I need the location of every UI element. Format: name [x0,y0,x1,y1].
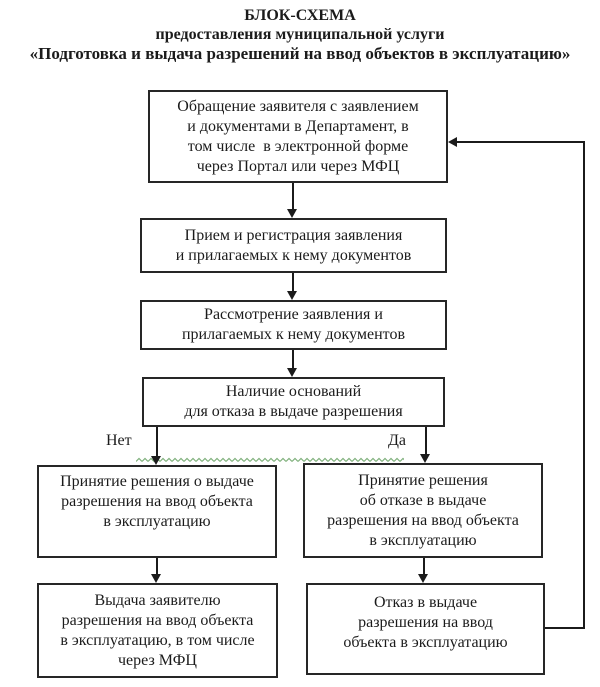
arrowhead-down-icon [287,368,297,377]
box-text-line: через Портал или через МФЦ [196,157,400,175]
box-text-line: разрешения на ввод объекта [327,511,519,529]
title-line-1: БЛОК-СХЕМА [244,7,356,24]
box-text-line: Прием и регистрация заявления [184,226,403,244]
connector-issue-decision-to-issue [156,558,158,574]
box-text-line: и прилагаемых к нему документов [175,246,412,264]
box-reception-registration: Прием и регистрация заявления и прилагае… [140,218,447,273]
branch-label-yes: Да [388,432,407,449]
box-text-line: в эксплуатацию, в том числе [60,631,255,649]
arrowhead-down-icon [420,454,430,463]
box-text-line: и документами в Департамент, в [187,117,409,135]
box-text-line: через МФЦ [118,651,197,669]
connector-refuse-decision-to-refusal [423,558,425,574]
arrowhead-down-icon [287,209,297,218]
box-text-line: Выдача заявителю [94,591,221,609]
arrowhead-down-icon [151,456,161,465]
box-text-line: об отказе в выдаче [359,491,487,509]
box-text-line: Принятие решения о выдаче [60,473,254,490]
arrowhead-down-icon [287,291,297,300]
title-line-3: «Подготовка и выдача разрешений на ввод … [29,44,571,63]
box-application-review: Рассмотрение заявления и прилагаемых к н… [140,300,447,350]
title-line-2: предоставления муниципальной услуги [155,26,445,43]
box-text-line: в эксплуатацию [369,531,477,549]
box-text-line: разрешения на ввод объекта [61,611,254,629]
box-applicant-request: Обращение заявителя с заявлением и докум… [148,90,448,183]
connector-no-branch [156,427,158,456]
box-text-line: том числе в электронной форме [187,137,409,155]
wavy-underline [136,450,404,463]
box-text-line: разрешения на ввод объекта [61,493,253,510]
box-text-line: Наличие оснований [225,383,362,400]
box-text-line: объекта в эксплуатацию [343,634,508,651]
box-text-line: разрешения на ввод [358,614,493,631]
box-text-line: Принятие решения [358,471,488,489]
box-decision-issue-permit: Принятие решения о выдаче разрешения на … [37,465,277,558]
box-text-line: в эксплуатацию [103,513,211,530]
feedback-line-bottom [545,627,585,629]
page-title: БЛОК-СХЕМА предоставления муниципальной … [0,6,600,63]
box-text-line: Рассмотрение заявления и [204,306,383,323]
arrowhead-down-icon [418,574,428,583]
connector-request-to-reception [292,183,294,209]
box-text-line: Отказ в выдаче [373,594,478,611]
connector-yes-branch [425,427,427,454]
connector-review-to-grounds [292,350,294,368]
box-refusal-of-permit: Отказ в выдаче разрешения на ввод объект… [306,583,545,675]
arrowhead-down-icon [151,574,161,583]
box-text-line: для отказа в выдаче разрешения [184,403,403,420]
box-decision-refuse-permit: Принятие решения об отказе в выдаче разр… [303,463,543,558]
box-text-line: Обращение заявителя с заявлением [177,97,419,115]
branch-label-no: Нет [106,432,132,449]
feedback-line-top [457,141,585,143]
feedback-line-vertical [583,141,585,629]
box-issue-permit-to-applicant: Выдача заявителю разрешения на ввод объе… [37,583,278,678]
arrowhead-left-icon [448,137,457,147]
box-text-line: прилагаемых к нему документов [181,326,405,343]
connector-reception-to-review [292,273,294,291]
box-refusal-grounds-check: Наличие оснований для отказа в выдаче ра… [142,377,445,427]
